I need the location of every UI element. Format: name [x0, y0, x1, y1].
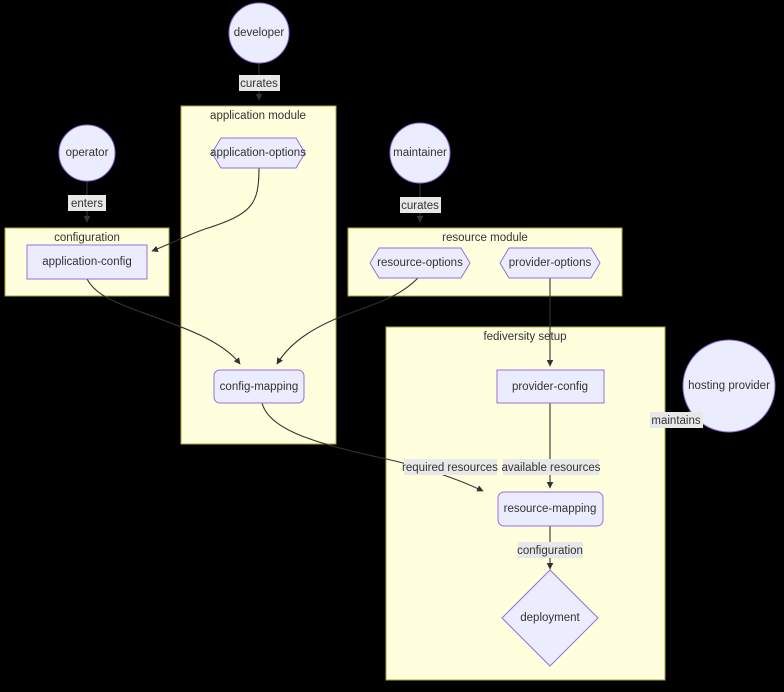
edge-label-text-maintains: maintains — [651, 415, 700, 427]
node-developer[interactable]: developer — [228, 2, 290, 64]
developer-label: developer — [234, 27, 285, 39]
hosting-provider-label: hosting provider — [688, 380, 770, 392]
edge-resource-options-to-config-mapping — [276, 277, 419, 365]
developer-circle[interactable] — [228, 2, 290, 64]
edge-label-required-resources: required resources — [402, 459, 498, 475]
provider-config-rect[interactable] — [496, 369, 605, 404]
application-options-label: application-options — [210, 147, 306, 159]
node-provider-config[interactable]: provider-config — [496, 369, 605, 404]
config-mapping-rect[interactable] — [213, 369, 305, 404]
edge-label-bg-curates-maintainer — [400, 197, 441, 213]
cluster-label-application-module: application module — [210, 110, 306, 122]
node-config-mapping[interactable]: config-mapping — [213, 369, 305, 404]
hosting-provider-circle[interactable] — [682, 339, 776, 433]
edge-label-bg-configuration — [518, 542, 583, 558]
edge-label-enters: enters — [68, 195, 106, 211]
edge-config-mapping-required-resources — [261, 402, 484, 492]
edge-label-text-curates-maintainer: curates — [401, 200, 439, 212]
operator-circle[interactable] — [58, 124, 116, 182]
edge-label-bg-enters — [68, 195, 106, 211]
edge-label-bg-maintains — [650, 412, 703, 428]
maintainer-circle[interactable] — [389, 122, 451, 184]
edge-label-curates-maintainer: curates — [400, 197, 441, 213]
edge-label-text-curates-developer: curates — [240, 78, 278, 90]
resource-mapping-label: resource-mapping — [504, 503, 597, 515]
resource-mapping-rect[interactable] — [497, 491, 604, 527]
provider-options-hexagon[interactable] — [499, 247, 601, 279]
resource-options-label: resource-options — [377, 257, 463, 269]
maintainer-label: maintainer — [393, 147, 447, 159]
node-resource-options[interactable]: resource-options — [369, 247, 471, 279]
provider-config-label: provider-config — [512, 381, 588, 393]
edge-label-text-required-resources: required resources — [402, 462, 498, 474]
node-deployment[interactable]: deployment — [501, 569, 599, 667]
node-maintainer[interactable]: maintainer — [389, 122, 451, 184]
edge-label-configuration: configuration — [517, 542, 583, 558]
config-mapping-label: config-mapping — [220, 381, 299, 393]
deployment-diamond[interactable] — [501, 569, 599, 667]
application-config-rect[interactable] — [26, 244, 148, 280]
edge-label-text-available-resources: available resources — [501, 462, 600, 474]
cluster-label-fediversity-setup: fediversity setup — [483, 331, 566, 343]
application-config-label: application-config — [42, 256, 132, 268]
edge-label-maintains: maintains — [650, 412, 703, 428]
edge-label-bg-curates-developer — [239, 75, 280, 91]
resource-options-hexagon[interactable] — [369, 247, 471, 279]
edge-label-bg-required-resources — [404, 459, 497, 475]
node-provider-options[interactable]: provider-options — [499, 247, 601, 279]
edge-label-available-resources: available resources — [501, 459, 601, 475]
edge-application-options-to-application-config — [151, 167, 260, 253]
deployment-label: deployment — [520, 612, 580, 624]
node-hosting-provider[interactable]: hosting provider — [682, 339, 776, 433]
node-operator[interactable]: operator — [58, 124, 116, 182]
node-resource-mapping[interactable]: resource-mapping — [497, 491, 604, 527]
application-options-hexagon[interactable] — [211, 137, 306, 169]
node-application-options[interactable]: application-options — [210, 137, 306, 169]
edge-label-curates-developer: curates — [239, 75, 280, 91]
edge-application-config-to-config-mapping — [86, 278, 241, 365]
edge-label-bg-available-resources — [503, 459, 599, 475]
provider-options-label: provider-options — [509, 257, 592, 269]
edge-label-text-configuration: configuration — [517, 545, 583, 557]
operator-label: operator — [66, 147, 109, 159]
cluster-label-configuration: configuration — [54, 232, 120, 244]
node-application-config[interactable]: application-config — [26, 244, 148, 280]
edge-label-text-enters: enters — [71, 198, 103, 210]
cluster-label-resource-module: resource module — [442, 232, 528, 244]
